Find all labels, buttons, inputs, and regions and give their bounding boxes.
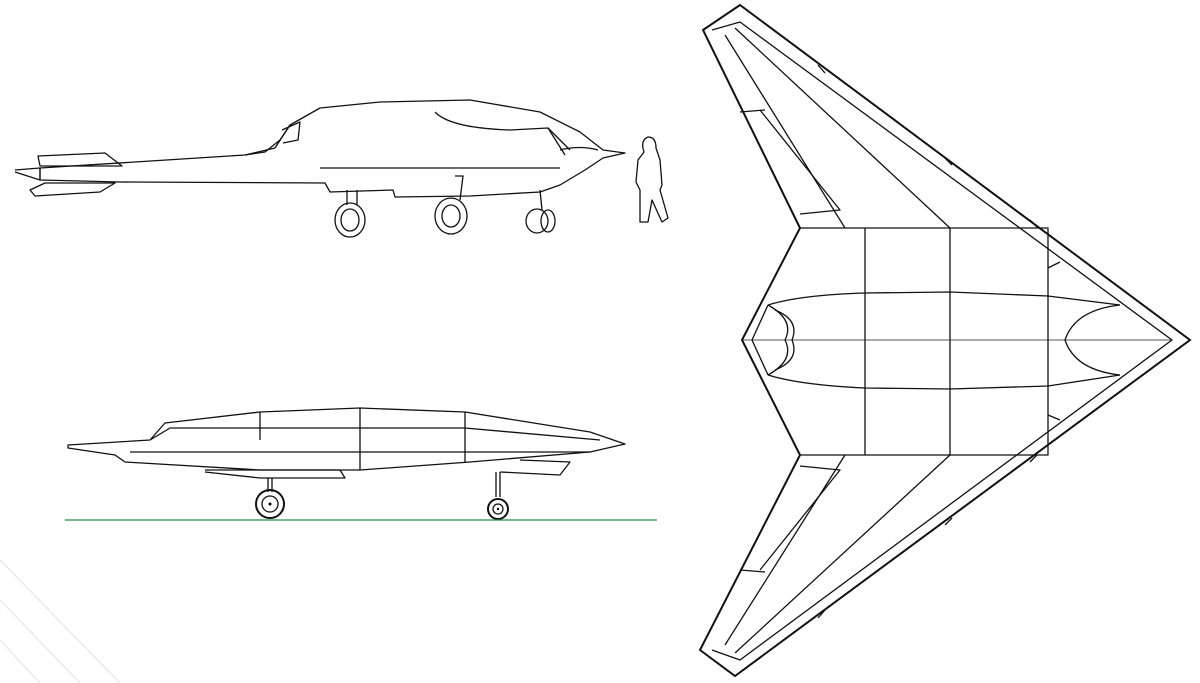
side-view-elevation [65,407,657,521]
side-view-profile [14,99,669,238]
human-scale-figure [635,136,669,223]
top-view-planform [698,3,1192,678]
faint-background-lines [0,559,121,683]
